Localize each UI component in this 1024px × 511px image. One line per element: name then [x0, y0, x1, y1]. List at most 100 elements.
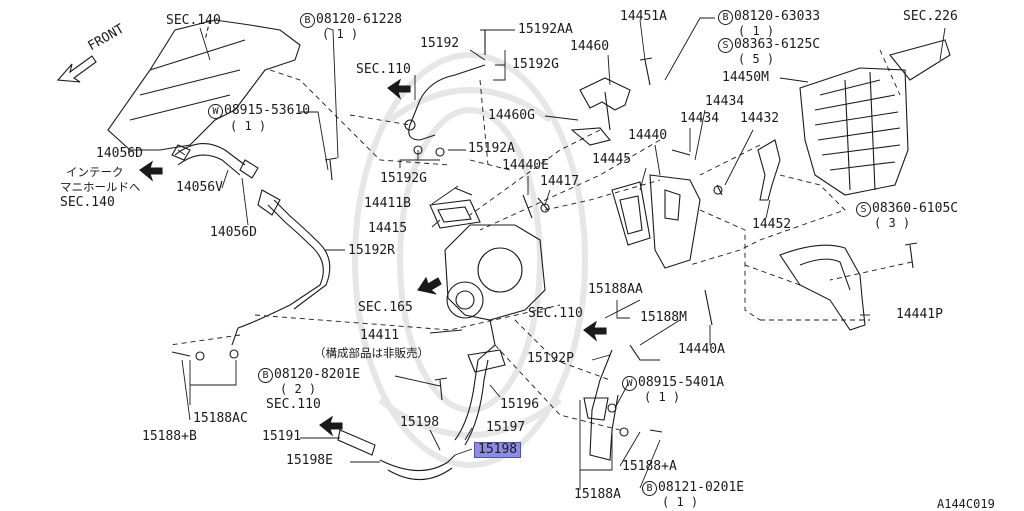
label-14451a: 14451A: [620, 9, 667, 24]
label-15188a-plus: 15188+A: [622, 459, 677, 474]
heat-insulator-14450m: [799, 67, 909, 196]
bolt-symbol-b: B: [258, 368, 273, 383]
label-qty: ( 1 ): [662, 495, 699, 509]
cover-14441p: [779, 244, 866, 331]
label-15192aa: 15192AA: [518, 22, 573, 37]
label-14445: 14445: [592, 152, 632, 167]
label-14415: 14415: [368, 221, 408, 236]
gasket-14445: [611, 181, 651, 246]
label-14452: 14452: [752, 217, 792, 232]
label-sec226: SEC.226: [903, 9, 958, 24]
label-14440a: 14440A: [678, 342, 725, 357]
elbow-14460: [579, 77, 631, 111]
label-15198-highlighted[interactable]: 15198: [474, 442, 522, 458]
label-14056v: 14056V: [176, 180, 223, 195]
turbocharger: [444, 224, 546, 321]
label-14434-b: 14434: [680, 111, 720, 126]
part-number: 08121-0201E: [658, 480, 745, 495]
label-14450m: 14450M: [722, 70, 769, 85]
part-number: 08360-6105C: [872, 201, 959, 216]
arrow-sec110-a: [387, 78, 411, 100]
water-pipe-15192r: [231, 204, 324, 346]
gasket-14415: [429, 199, 481, 229]
part-number: 08363-6125C: [734, 37, 821, 52]
label-14056d-b: 14056D: [210, 225, 257, 240]
screw-symbol-s: S: [856, 202, 871, 217]
label-not-sold-note: （構成部品は非販売）: [314, 346, 429, 360]
washer-symbol-w: W: [208, 104, 223, 119]
label-qty: ( 5 ): [738, 52, 775, 66]
label-15198: 15198: [400, 415, 440, 430]
arrow-to-intake: [139, 160, 163, 182]
label-15188ac: 15188AC: [193, 411, 248, 426]
label-15191: 15191: [262, 429, 302, 444]
oil-hose-15198: [379, 454, 456, 481]
label-15196: 15196: [500, 397, 540, 412]
label-14056d-a: 14056D: [96, 146, 143, 161]
outlet-14440: [649, 174, 701, 269]
label-15188b: 15188+B: [142, 429, 197, 444]
part-number: 08915-5401A: [638, 375, 725, 390]
part-number: 08915-53610: [224, 103, 311, 118]
label-qty: ( 1 ): [230, 119, 267, 133]
label-14432: 14432: [740, 111, 780, 126]
label-14411b: 14411B: [364, 196, 411, 211]
label-sec140-top: SEC.140: [166, 13, 221, 28]
label-qty: ( 1 ): [322, 27, 359, 41]
label-intake-jp1: インテーク: [66, 165, 124, 179]
label-15188a: 15188A: [574, 487, 621, 502]
label-15197: 15197: [486, 420, 526, 435]
label-15192r: 15192R: [348, 243, 395, 258]
label-sec110-a: SEC.110: [356, 62, 411, 77]
bolt-symbol-b: B: [718, 10, 733, 25]
label-qty: ( 3 ): [874, 216, 911, 230]
label-14440: 14440: [628, 128, 668, 143]
label-14440e: 14440E: [502, 158, 549, 173]
label-15192: 15192: [420, 36, 460, 51]
label-14441p: 14441P: [896, 307, 943, 322]
screw-symbol-s: S: [718, 38, 733, 53]
exhaust-manifold: [107, 19, 301, 151]
front-arrow: [56, 55, 97, 83]
label-sec140-b: SEC.140: [60, 195, 115, 210]
clamp-14056d: [239, 159, 259, 179]
oil-pipe-15192: [408, 64, 486, 141]
part-number: 08120-8201E: [274, 367, 361, 382]
label-14434-a: 14434: [705, 94, 745, 109]
oil-pipe-15197: [454, 359, 489, 446]
washer-symbol-w: W: [622, 376, 637, 391]
bolt-symbol-b: B: [642, 481, 657, 496]
label-15192p: 15192P: [527, 351, 574, 366]
label-sec110-c: SEC.110: [266, 397, 321, 412]
label-14460: 14460: [570, 39, 610, 54]
arrow-sec110-b: [583, 320, 607, 342]
label-qty: ( 1 ): [738, 24, 775, 38]
bolt-symbol-b: B: [300, 13, 315, 28]
label-15192g-a: 15192G: [512, 57, 559, 72]
label-14460g: 14460G: [488, 108, 535, 123]
part-number: 08120-63033: [734, 9, 821, 24]
part-number: 08120-61228: [316, 12, 403, 27]
label-intake-jp2: マニホールドへ: [60, 180, 141, 194]
label-14411: 14411: [360, 328, 400, 343]
label-15188m: 15188M: [640, 310, 687, 325]
arrow-sec165: [417, 276, 442, 295]
label-15192a: 15192A: [468, 141, 515, 156]
label-sec165: SEC.165: [358, 300, 413, 315]
arrow-sec110-c: [319, 415, 343, 437]
bracket-14432: [757, 139, 781, 201]
label-15188aa: 15188AA: [588, 282, 643, 297]
label-15192g-b: 15192G: [380, 171, 427, 186]
label-sec110-b: SEC.110: [528, 306, 583, 321]
label-14417: 14417: [540, 174, 580, 189]
